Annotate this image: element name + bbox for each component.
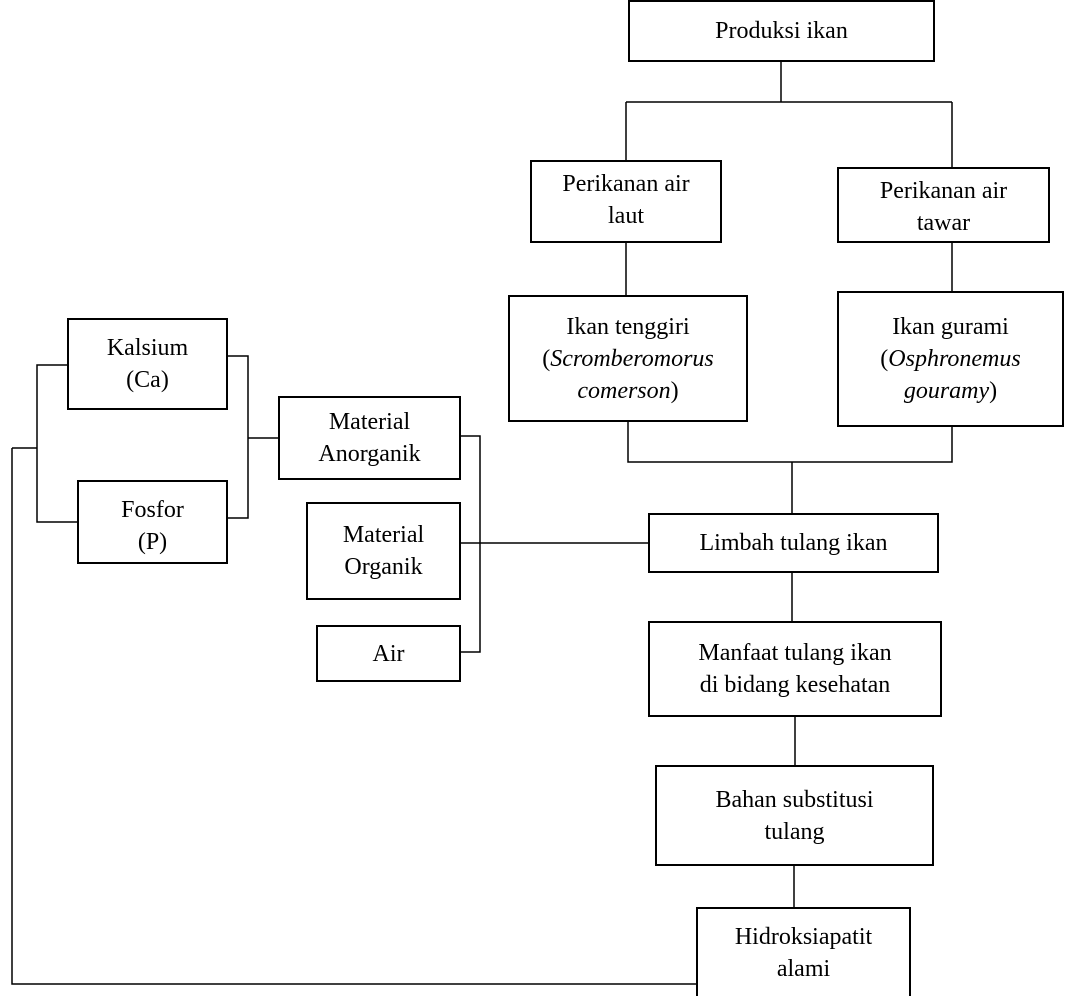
node-ikan-gurami: Ikan gurami (Osphronemus gouramy) — [837, 291, 1064, 427]
node-fosfor: Fosfor (P) — [77, 480, 228, 564]
node-label: Bahan substitusi — [715, 786, 874, 813]
node-material-anorganik: Material Anorganik — [278, 396, 461, 480]
node-manfaat-tulang-ikan: Manfaat tulang ikan di bidang kesehatan — [648, 621, 942, 717]
node-limbah-tulang-ikan: Limbah tulang ikan — [648, 513, 939, 573]
node-label: Limbah tulang ikan — [699, 530, 888, 556]
connector-mineral-anorganik — [228, 355, 278, 519]
node-kalsium: Kalsium (Ca) — [67, 318, 228, 410]
node-hidroksiapatit-alami: Hidroksiapatit alami — [696, 907, 911, 996]
node-label: Fosfor — [121, 497, 184, 523]
node-label: (Osphronemus — [880, 346, 1021, 372]
node-label: Manfaat tulang ikan — [698, 640, 892, 666]
node-perikanan-air-tawar: Perikanan air tawar — [837, 167, 1050, 243]
node-label: Kalsium — [106, 335, 189, 361]
node-label: Perikanan air — [879, 178, 1008, 204]
node-label: Anorganik — [318, 441, 421, 467]
node-perikanan-air-laut: Perikanan air laut — [530, 160, 722, 243]
node-label: Ikan tenggiri — [566, 313, 690, 340]
connector-merge-limbah — [627, 422, 953, 513]
node-ikan-tenggiri: Ikan tenggiri (Scromberomorus comerson) — [508, 295, 748, 422]
node-label: Air — [372, 640, 405, 667]
node-air: Air — [316, 625, 461, 682]
node-label: Ikan gurami — [892, 314, 1009, 340]
node-label: Material — [328, 409, 411, 435]
node-label: Perikanan air — [562, 171, 690, 197]
node-material-organik: Material Organik — [306, 502, 461, 600]
connector-produksi-split — [625, 62, 953, 167]
node-label: laut — [608, 203, 644, 229]
node-label: tawar — [916, 210, 971, 236]
node-label: (P) — [137, 529, 168, 555]
node-label: Produksi ikan — [715, 18, 848, 44]
node-bahan-substitusi-tulang: Bahan substitusi tulang — [655, 765, 934, 866]
connector-mineral-loop — [11, 364, 696, 985]
node-label: tulang — [764, 818, 825, 845]
node-produksi-ikan: Produksi ikan — [628, 0, 935, 62]
node-label: Material — [342, 522, 425, 548]
node-label: (Ca) — [126, 367, 169, 393]
node-label: di bidang kesehatan — [699, 672, 891, 698]
node-label: (Scromberomorus — [542, 345, 714, 372]
node-label: alami — [776, 956, 831, 982]
node-label: comerson) — [577, 377, 679, 404]
node-label: Organik — [344, 554, 423, 580]
node-label: Hidroksiapatit — [734, 924, 873, 950]
node-label: gouramy) — [903, 378, 998, 404]
connector-materials-limbah — [461, 435, 648, 653]
